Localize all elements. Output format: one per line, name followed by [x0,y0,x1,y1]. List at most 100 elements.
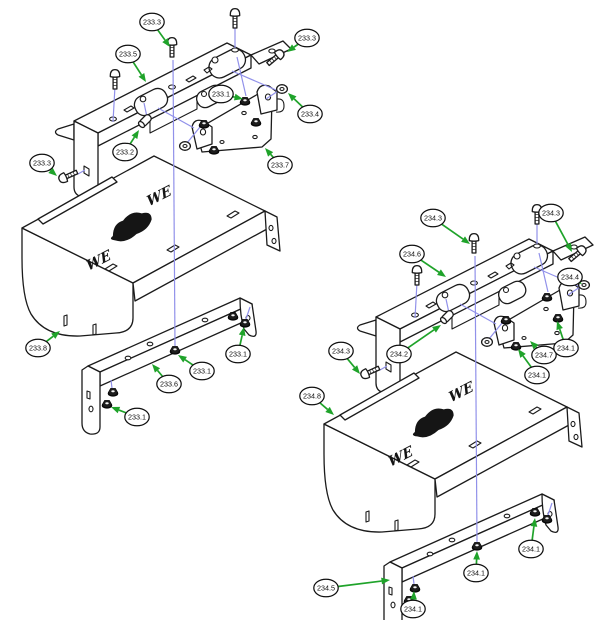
leader-arrowhead-icon [131,130,139,139]
leader-arrowhead-icon [530,341,539,350]
callout-label: 234.8 [303,392,321,401]
callout-label: 233.3 [143,18,161,27]
callout-balloon [420,208,446,228]
callout-balloon [124,407,150,427]
callout-label: 233.1 [212,90,230,99]
leader-arrowhead-icon [530,518,538,527]
callout-234.3: 234.3 [328,341,360,374]
leader-arrowhead-icon [238,327,246,337]
callout-234.6: 234.6 [399,244,446,277]
leader-line [45,335,54,343]
callout-balloon [297,104,323,124]
leader-arrowhead-icon [162,38,170,47]
callout-label: 233.8 [29,344,47,353]
leader-arrowhead-icon [325,406,334,415]
callout-234.7: 234.7 [530,341,557,365]
callout-label: 234.7 [535,351,553,360]
callout-label: 233.6 [160,380,178,389]
callout-balloon [531,345,557,365]
leader-arrowhead-icon [51,331,60,339]
callout-balloon [386,344,412,364]
callout-label: 234.3 [332,347,350,356]
leader-line [156,369,164,378]
callout-label: 234.1 [467,569,485,578]
callout-234.5: 234.5 [313,577,390,598]
leader-arrowhead-icon [351,365,360,374]
callout-balloon [524,365,550,385]
callout-233.4: 233.4 [288,93,323,124]
callout-label: 233.4 [301,110,319,119]
callout-234.1: 234.1 [463,551,489,583]
callout-balloon [294,28,320,48]
callout-balloon [518,539,544,559]
callout-layer: 233.3 233.5 233.3 233.1 233.4 233.2 233.3 233.7… [25,12,583,619]
callout-balloon [463,563,489,583]
leader-arrowhead-icon [152,364,161,373]
callout-234.8: 234.8 [299,386,334,415]
leader-line [184,359,194,366]
callout-233.7: 233.7 [265,148,293,175]
callout-balloon [400,599,426,619]
callout-233.2: 233.2 [112,130,139,162]
callout-balloon [538,203,564,223]
callout-balloon [299,386,325,406]
leader-line [293,98,304,108]
leader-line [407,329,435,349]
callout-balloon [25,338,51,358]
callout-balloon [399,244,425,264]
callout-234.2: 234.2 [386,325,441,364]
callout-233.5: 233.5 [115,44,146,82]
callout-234.1: 234.1 [400,591,426,619]
callout-balloon [557,267,583,287]
callout-233.3: 233.3 [287,28,320,52]
leader-line [554,220,569,245]
callout-balloon [225,344,251,364]
leader-arrowhead-icon [381,577,390,585]
leader-arrowhead-icon [233,93,243,101]
leader-arrowhead-icon [461,236,470,244]
callout-balloon [29,153,55,173]
callout-balloon [208,84,234,104]
callout-label: 233.3 [33,159,51,168]
leader-arrowhead-icon [288,93,297,102]
leader-line [269,153,275,159]
callout-label: 233.2 [116,148,134,157]
callout-balloon [115,44,141,64]
leader-line [522,355,532,368]
leader-arrowhead-icon [432,325,441,333]
assembly-234-artwork [324,205,593,620]
leader-line [293,43,299,48]
callout-label: 234.1 [557,344,575,353]
callout-234.1: 234.1 [518,518,544,559]
callout-balloon [189,361,215,381]
callout-label: 233.1 [193,367,211,376]
callout-label: 234.2 [390,350,408,359]
callout-label: 233.7 [271,161,289,170]
leader-arrowhead-icon [48,167,57,176]
leader-arrowhead-icon [556,321,563,331]
callout-label: 233.3 [298,34,316,43]
leader-line [319,402,329,411]
callout-233.3: 233.3 [139,12,170,47]
leader-arrowhead-icon [265,148,274,157]
leader-line [346,358,356,368]
callout-balloon [139,12,165,32]
callout-233.6: 233.6 [152,364,182,394]
callout-label: 233.1 [229,350,247,359]
callout-label: 234.1 [404,605,422,614]
callout-label: 234.3 [542,209,560,218]
leader-line [132,61,143,76]
callout-234.1: 234.1 [518,349,550,385]
callout-234.3: 234.3 [538,203,572,252]
leader-line [441,223,464,240]
callout-234.4: 234.4 [557,267,583,287]
callout-label: 233.5 [119,50,137,59]
leader-line [531,526,535,541]
leader-arrowhead-icon [518,349,526,358]
leader-line [156,29,166,41]
leader-line [129,136,136,145]
callout-234.1: 234.1 [553,321,579,358]
callout-234.3: 234.3 [420,208,470,244]
leader-arrowhead-icon [437,269,446,277]
leader-arrowhead-icon [287,44,296,52]
